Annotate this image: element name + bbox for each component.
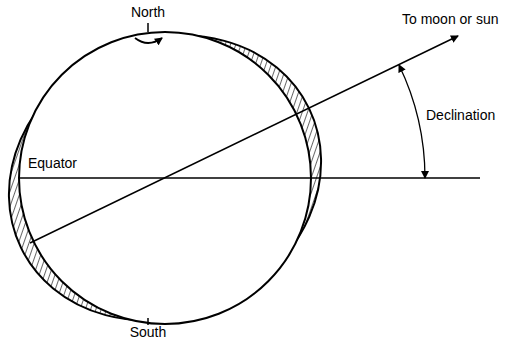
declination-arc: [399, 65, 425, 178]
angle-label: Declination: [424, 108, 497, 123]
equator-label: Equator: [26, 156, 79, 171]
tidal-bulge: [0, 0, 369, 342]
direction-label: To moon or sun: [400, 12, 501, 27]
moon-direction-line: [30, 36, 458, 243]
equator-line: [20, 177, 480, 179]
pole-label: South: [128, 325, 169, 340]
rotation-arrow: [135, 38, 162, 43]
north-tick: [147, 23, 149, 32]
pole-label: North: [129, 5, 167, 20]
